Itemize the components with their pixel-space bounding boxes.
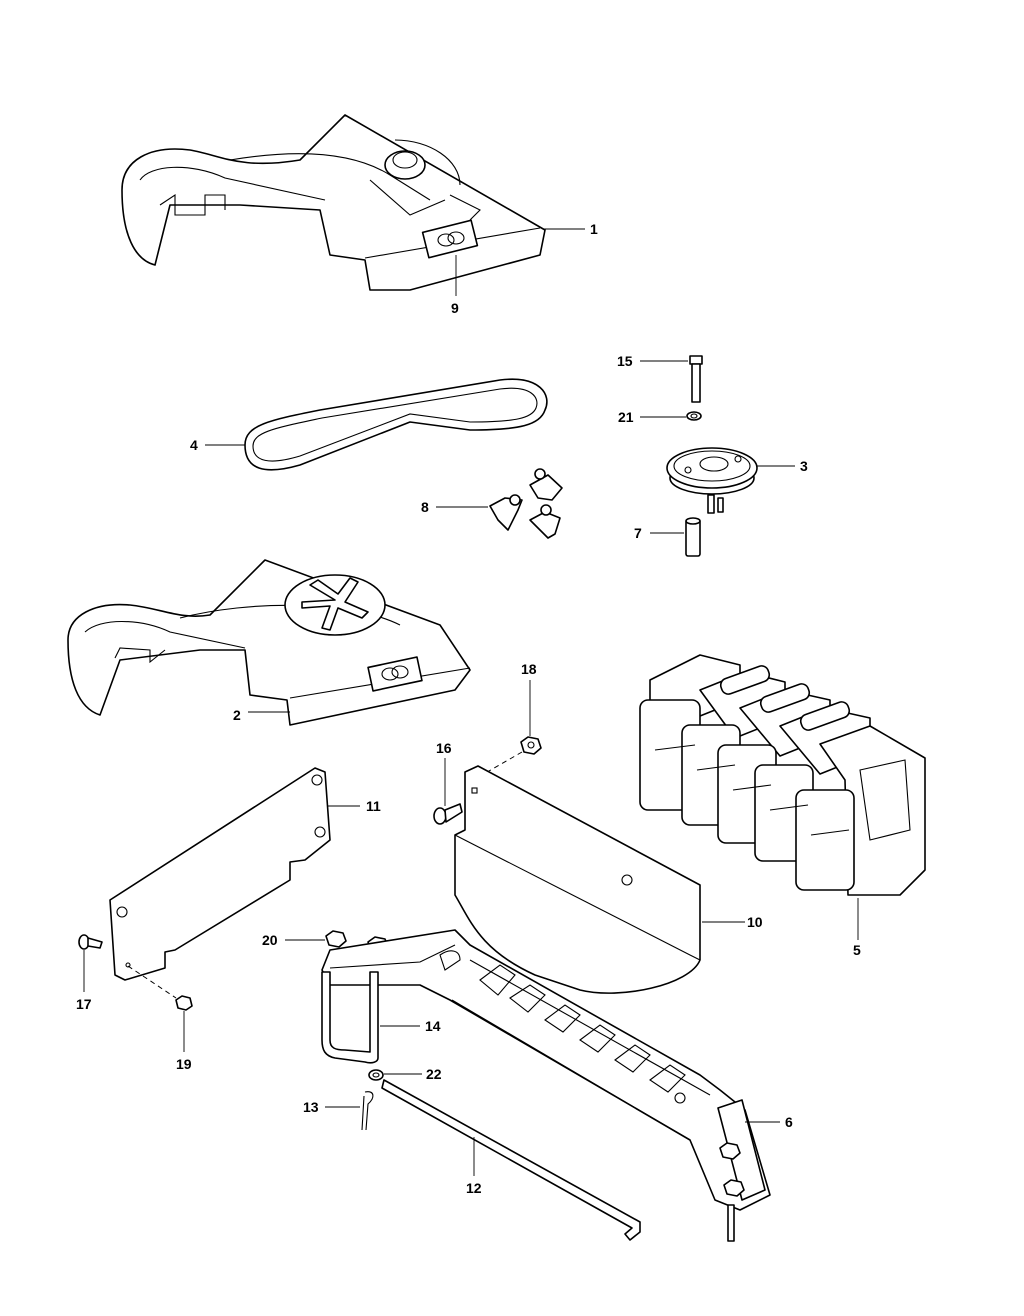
- part-15-bolt: [689, 355, 703, 403]
- part-12-rod: [381, 1079, 641, 1241]
- callout-9: 9: [451, 300, 459, 316]
- callout-13: 13: [303, 1099, 319, 1115]
- part-14-u-bolt: [321, 971, 379, 1064]
- callout-18: 18: [521, 661, 537, 677]
- part-17-pin: [78, 934, 103, 950]
- part-10-bracket: [454, 765, 701, 994]
- callout-17: 17: [76, 996, 92, 1012]
- part-19-nut: [175, 995, 193, 1011]
- callout-15: 15: [617, 353, 633, 369]
- callout-5: 5: [853, 942, 861, 958]
- callout-12: 12: [466, 1180, 482, 1196]
- callout-6: 6: [785, 1114, 793, 1130]
- part-6-mounting-arm: [321, 929, 771, 1242]
- callout-14: 14: [425, 1018, 441, 1034]
- part-22-washer: [368, 1069, 384, 1081]
- callout-21: 21: [618, 409, 634, 425]
- part-18-nut: [520, 736, 542, 755]
- callout-7: 7: [634, 525, 642, 541]
- part-7-spacer: [685, 517, 701, 557]
- part-8-knobs: [489, 468, 563, 539]
- callout-19: 19: [176, 1056, 192, 1072]
- callout-1: 1: [590, 221, 598, 237]
- part-21-washer: [686, 411, 702, 421]
- callout-8: 8: [421, 499, 429, 515]
- part-4-drive-belt: [244, 378, 548, 471]
- callout-16: 16: [436, 740, 452, 756]
- callout-20: 20: [262, 932, 278, 948]
- callout-4: 4: [190, 437, 198, 453]
- callout-22: 22: [426, 1066, 442, 1082]
- part-5-weights: [639, 654, 926, 896]
- part-11-side-plate: [109, 767, 331, 981]
- part-2-belt-cover-lower: [67, 559, 471, 726]
- callout-3: 3: [800, 458, 808, 474]
- part-16-bolt: [433, 803, 463, 825]
- callout-11: 11: [366, 798, 381, 814]
- callout-10: 10: [747, 914, 763, 930]
- callout-2: 2: [233, 707, 241, 723]
- part-13-hairpin: [361, 1091, 374, 1131]
- part-3-pulley: [666, 447, 758, 514]
- part-1-belt-cover-upper: [121, 114, 546, 291]
